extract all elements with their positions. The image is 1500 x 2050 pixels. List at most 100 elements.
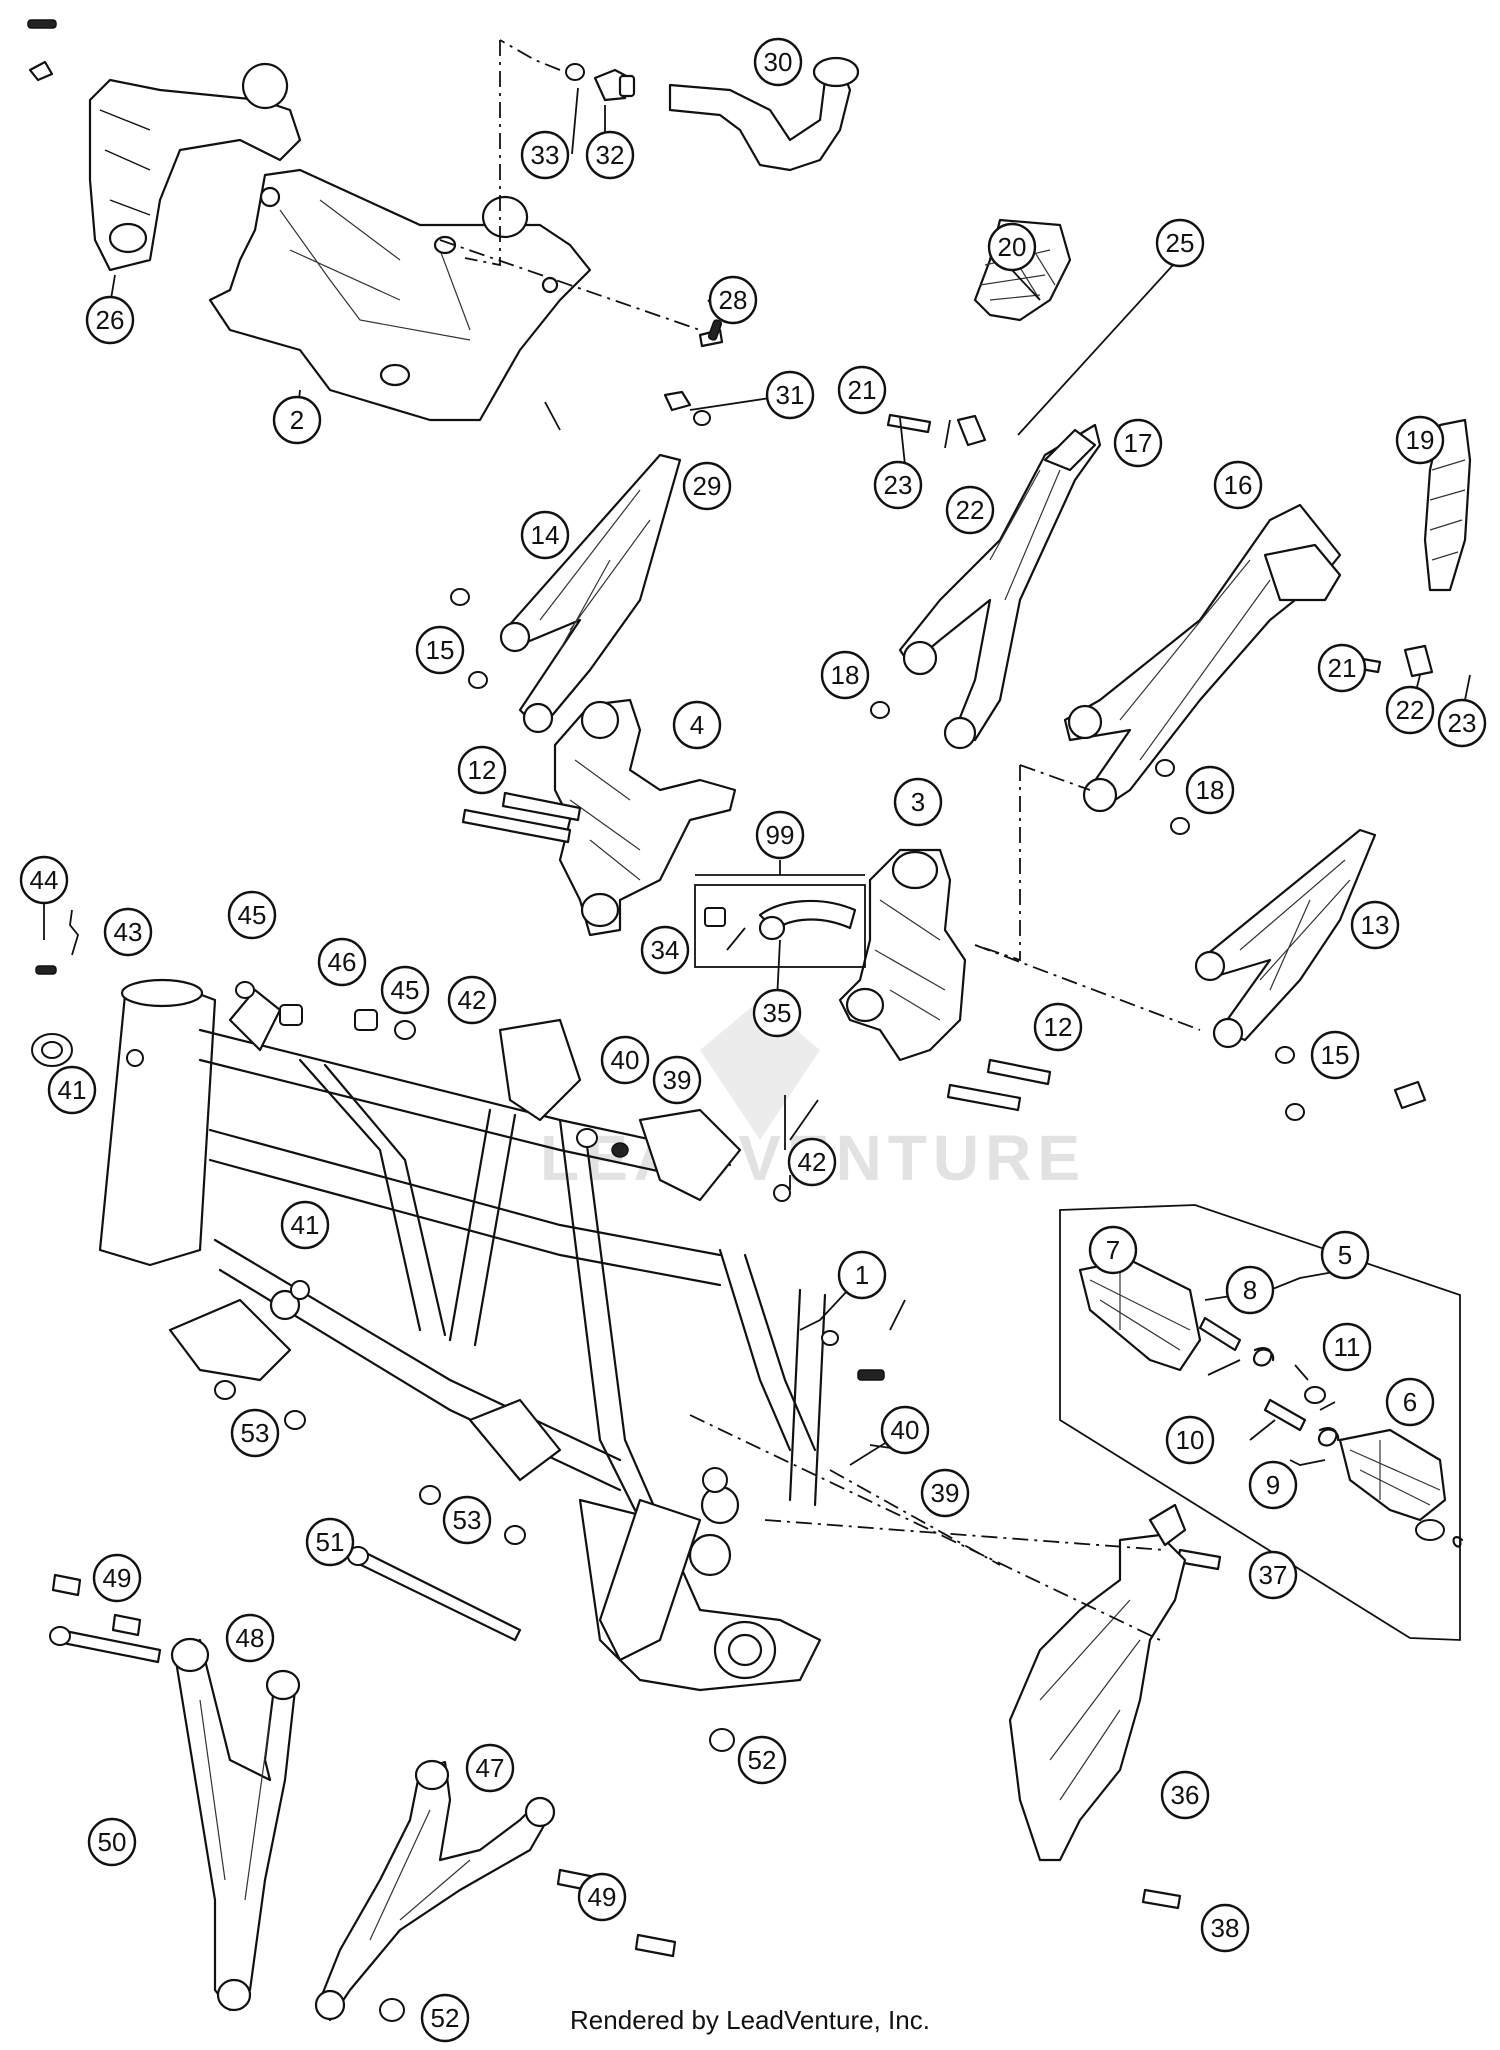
- callout-10: 10: [1165, 1415, 1215, 1465]
- part-chain-guard-36: [1008, 1503, 1187, 1862]
- callout-7: 7: [1088, 1225, 1138, 1275]
- svg-text:15: 15: [426, 635, 455, 665]
- callout-18b: 18: [1185, 765, 1235, 815]
- part-link-47: [314, 1759, 556, 2022]
- callout-26: 26: [85, 295, 135, 345]
- part-footrest-mount-4: [553, 698, 737, 937]
- svg-text:14: 14: [531, 520, 560, 550]
- callout-49a: 49: [92, 1553, 142, 1603]
- svg-text:13: 13: [1361, 910, 1390, 940]
- svg-text:23: 23: [884, 470, 913, 500]
- svg-text:16: 16: [1224, 470, 1253, 500]
- svg-text:41: 41: [58, 1075, 87, 1105]
- svg-text:40: 40: [891, 1415, 920, 1445]
- callout-16: 16: [1213, 460, 1263, 510]
- svg-text:29: 29: [693, 471, 722, 501]
- svg-text:47: 47: [476, 1753, 505, 1783]
- svg-text:21: 21: [848, 375, 877, 405]
- svg-text:32: 32: [596, 140, 625, 170]
- callout-15a: 15: [415, 625, 465, 675]
- callout-9: 9: [1248, 1460, 1298, 1510]
- callout-52a: 52: [737, 1735, 787, 1785]
- callout-18a: 18: [820, 650, 870, 700]
- svg-text:49: 49: [588, 1882, 617, 1912]
- footer-credit: Rendered by LeadVenture, Inc.: [570, 2005, 930, 2035]
- hardware-frame: [31, 965, 885, 2022]
- callout-34: 34: [640, 925, 690, 975]
- callout-4: 4: [672, 700, 722, 750]
- callout-19: 19: [1395, 415, 1445, 465]
- callout-42a: 42: [447, 975, 497, 1025]
- callout-8: 8: [1225, 1265, 1275, 1315]
- part-cover-2: [208, 168, 592, 422]
- svg-text:39: 39: [663, 1065, 692, 1095]
- callout-52b: 52: [420, 1993, 470, 2043]
- svg-text:20: 20: [998, 232, 1027, 262]
- svg-text:99: 99: [766, 820, 795, 850]
- callout-41a: 41: [47, 1065, 97, 1115]
- callout-45a: 45: [227, 890, 277, 940]
- svg-text:43: 43: [114, 917, 143, 947]
- part-footrest-16: [1063, 503, 1342, 813]
- svg-text:23: 23: [1448, 708, 1477, 738]
- svg-text:52: 52: [748, 1745, 777, 1775]
- callout-3: 3: [893, 777, 943, 827]
- svg-text:11: 11: [1334, 1332, 1361, 1362]
- callout-32: 32: [585, 130, 635, 180]
- assembly-lines: [439, 39, 1201, 1641]
- callouts: 1 2 3 4 5 6 7 8 9 10 11 12 12 13 14 15 1…: [19, 37, 1487, 2043]
- svg-text:39: 39: [931, 1478, 960, 1508]
- svg-text:34: 34: [651, 935, 680, 965]
- callout-49b: 49: [577, 1872, 627, 1922]
- svg-text:19: 19: [1406, 425, 1435, 455]
- part-footrest-mount-3: [838, 848, 967, 1062]
- callout-40b: 40: [880, 1405, 930, 1455]
- svg-text:42: 42: [458, 985, 487, 1015]
- svg-text:36: 36: [1171, 1780, 1200, 1810]
- svg-text:5: 5: [1338, 1240, 1352, 1270]
- svg-text:12: 12: [468, 755, 497, 785]
- callout-99: 99: [755, 810, 805, 860]
- callout-51: 51: [305, 1517, 355, 1567]
- callout-5: 5: [1320, 1230, 1370, 1280]
- callout-36: 36: [1160, 1770, 1210, 1820]
- part-heelguard-13: [1194, 828, 1377, 1049]
- svg-text:41: 41: [291, 1210, 320, 1240]
- svg-text:33: 33: [531, 140, 560, 170]
- svg-text:45: 45: [238, 900, 267, 930]
- svg-text:53: 53: [241, 1418, 270, 1448]
- svg-text:22: 22: [1396, 695, 1425, 725]
- callout-25: 25: [1155, 218, 1205, 268]
- callout-23b: 23: [1437, 698, 1487, 748]
- callout-45b: 45: [380, 965, 430, 1015]
- callout-31: 31: [765, 370, 815, 420]
- callout-37: 37: [1248, 1550, 1298, 1600]
- callout-43: 43: [103, 907, 153, 957]
- svg-text:49: 49: [103, 1563, 132, 1593]
- callout-28: 28: [708, 275, 758, 325]
- callout-47: 47: [465, 1743, 515, 1793]
- callout-39b: 39: [920, 1468, 970, 1518]
- callout-12b: 12: [1033, 1002, 1083, 1052]
- callout-42b: 42: [787, 1137, 837, 1187]
- svg-text:37: 37: [1259, 1560, 1288, 1590]
- callout-30: 30: [753, 37, 803, 87]
- part-link-48: [170, 1637, 301, 2012]
- svg-text:52: 52: [431, 2003, 460, 2033]
- svg-text:40: 40: [611, 1045, 640, 1075]
- callout-21a: 21: [837, 365, 887, 415]
- svg-text:18: 18: [831, 660, 860, 690]
- part-frame-1: [98, 978, 827, 1692]
- hardware-upper: [565, 63, 724, 426]
- svg-text:30: 30: [764, 47, 793, 77]
- callout-13: 13: [1350, 900, 1400, 950]
- callout-29: 29: [682, 461, 732, 511]
- svg-text:44: 44: [30, 865, 59, 895]
- svg-text:46: 46: [328, 947, 357, 977]
- svg-text:50: 50: [98, 1827, 127, 1857]
- svg-text:35: 35: [763, 998, 792, 1028]
- part-footpeg-rubber-19: [1423, 418, 1472, 592]
- kit-box-99: [694, 860, 866, 968]
- svg-text:38: 38: [1211, 1913, 1240, 1943]
